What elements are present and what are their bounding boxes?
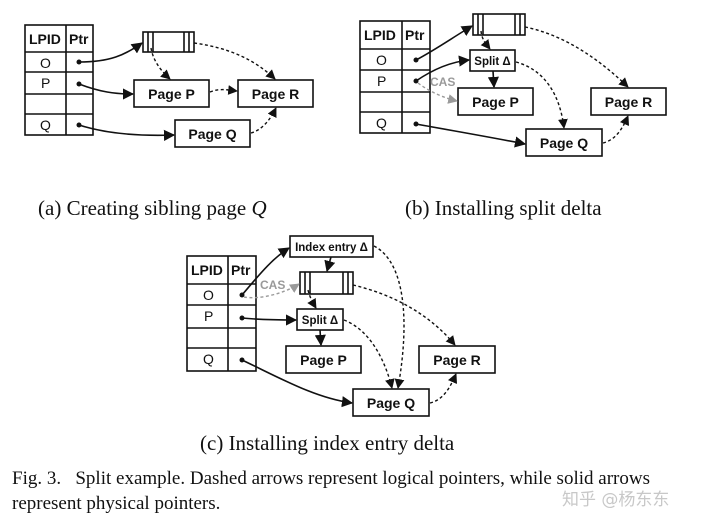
dashed-index-entry-delta-to-page-q: [373, 245, 405, 389]
page-r-label: Page R: [433, 352, 480, 368]
table-row-q: Q: [40, 117, 51, 133]
page-p-label: Page P: [300, 352, 347, 368]
page-q-box-a: Page Q: [174, 119, 251, 148]
figure-caption: Fig. 3. Split example. Dashed arrows rep…: [12, 466, 712, 516]
dashed-page-p-to-page-r: [209, 85, 238, 95]
split-delta-box-b: Split Δ: [469, 49, 516, 72]
arrow-q-to-page-q: [241, 359, 354, 408]
dashed-page-q-to-page-r: [602, 115, 630, 144]
arrow-q-to-page-q: [415, 123, 527, 148]
page-q-label: Page Q: [367, 395, 415, 411]
page-r-box-a: Page R: [237, 79, 314, 108]
panel-c: LPID Ptr O P Q Index entry Δ Split Δ Pag…: [186, 235, 496, 417]
table-row-q: Q: [203, 351, 214, 367]
figure-caption-text: Split example. Dashed arrows represent l…: [12, 468, 650, 514]
dashed-page-q-to-page-r: [250, 107, 277, 134]
caption-a-var: Q: [251, 196, 267, 220]
mapping-table-b: [359, 20, 431, 134]
page-q-box-b: Page Q: [525, 128, 603, 157]
arrow-q-to-page-q: [78, 124, 176, 141]
table-row-p: P: [377, 73, 386, 89]
arrow-index-entry-delta-to-stub: [324, 256, 336, 273]
dashed-stub-to-split-delta: [480, 30, 491, 50]
page-p-label: Page P: [472, 94, 519, 110]
panel-a: LPID Ptr O P Q Page P Page R Page Q: [24, 24, 314, 148]
table-header-lpid: LPID: [29, 31, 61, 47]
caption-b-prefix: (b): [405, 196, 430, 220]
caption-c: (c) Installing index entry delta: [200, 431, 454, 456]
page-p-box-a: Page P: [133, 79, 210, 108]
index-entry-delta-box: Index entry Δ: [289, 235, 374, 258]
table-header-ptr: Ptr: [69, 31, 89, 47]
table-header-ptr: Ptr: [405, 27, 425, 43]
dashed-stub-to-page-p: [150, 47, 171, 80]
split-delta-label: Split Δ: [474, 56, 510, 68]
page-r-label: Page R: [605, 94, 652, 110]
caption-a-prefix: (a): [38, 196, 62, 220]
page-r-box-b: Page R: [590, 87, 667, 116]
dashed-split-delta-to-page-q: [343, 319, 395, 389]
mapping-table-a: [24, 24, 94, 136]
figure-caption-label: Fig. 3.: [12, 468, 62, 489]
arrow-o-to-stub: [415, 25, 473, 61]
table-row-o: O: [376, 52, 387, 68]
dashed-page-q-to-page-r: [429, 373, 458, 404]
dashed-stub-to-page-r: [524, 26, 629, 88]
caption-b-text: Installing split delta: [434, 196, 602, 220]
table-row-p: P: [204, 308, 213, 324]
caption-c-prefix: (c): [200, 431, 224, 455]
split-delta-label: Split Δ: [302, 315, 338, 327]
base-page-stub-b: [472, 13, 526, 36]
table-row-p: P: [41, 75, 50, 91]
mapping-table-c: [186, 255, 257, 372]
arrow-p-to-split-delta: [241, 314, 298, 326]
arrow-o-to-stub: [78, 42, 143, 63]
split-delta-box-c: Split Δ: [296, 308, 344, 331]
table-header-lpid: LPID: [364, 27, 396, 43]
dashed-stub-to-split-delta: [307, 289, 317, 309]
cas-label-c: CAS: [260, 278, 285, 292]
arrow-o-to-index-entry-delta: [241, 247, 290, 296]
table-row-q: Q: [376, 115, 387, 131]
table-header-ptr: Ptr: [231, 262, 251, 278]
caption-b: (b) Installing split delta: [405, 196, 602, 221]
watermark: 知乎 @杨东东: [562, 490, 670, 510]
caption-a: (a) Creating sibling page Q: [38, 196, 267, 221]
page-p-box-b: Page P: [457, 87, 534, 116]
caption-a-text: Creating sibling page: [66, 196, 247, 220]
index-entry-delta-label: Index entry Δ: [295, 242, 368, 254]
page-p-box-c: Page P: [285, 345, 362, 374]
dashed-split-delta-to-page-q: [515, 61, 568, 129]
arrow-split-delta-to-page-p: [314, 329, 326, 347]
page-p-label: Page P: [148, 86, 195, 102]
panel-b: LPID Ptr O P Q Split Δ Page P Page R: [359, 13, 667, 157]
page-r-box-c: Page R: [418, 345, 496, 374]
cas-dashed-p-to-page-p: [417, 82, 458, 104]
arrow-p-to-split-delta: [415, 55, 471, 82]
arrow-split-delta-to-page-p: [487, 70, 499, 89]
table-row-o: O: [203, 287, 214, 303]
base-page-stub-a: [142, 31, 195, 53]
cas-label-b: CAS: [430, 75, 455, 89]
arrow-p-to-page-p: [78, 83, 135, 100]
dashed-stub-to-page-r: [193, 42, 276, 80]
table-row-o: O: [40, 55, 51, 71]
page-q-box-c: Page Q: [352, 388, 430, 417]
caption-c-text: Installing index entry delta: [228, 431, 455, 455]
table-header-lpid: LPID: [191, 262, 223, 278]
page-q-label: Page Q: [540, 135, 588, 151]
cas-dashed-o-to-stub: [243, 283, 300, 299]
dashed-stub-to-page-r: [352, 284, 456, 346]
page-q-label: Page Q: [188, 126, 236, 142]
page-r-label: Page R: [252, 86, 299, 102]
